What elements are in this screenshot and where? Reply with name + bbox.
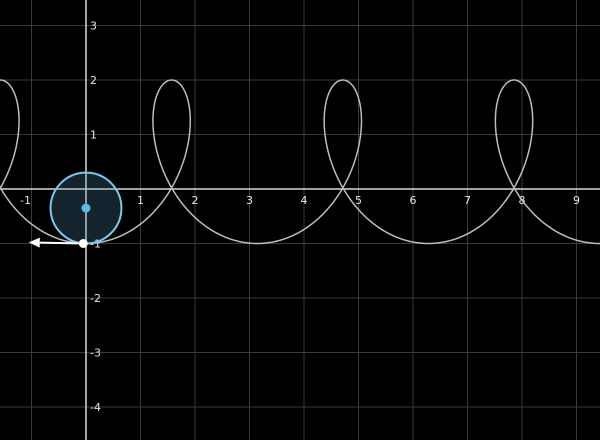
y-tick-label: -4 — [90, 401, 101, 414]
tracing-point[interactable] — [78, 239, 88, 248]
wheel-center-point[interactable] — [81, 203, 91, 213]
x-tick-label: -1 — [20, 194, 31, 207]
arrow-head-icon — [28, 237, 40, 248]
x-tick-label: 1 — [137, 194, 144, 207]
velocity-arrow — [39, 241, 84, 245]
y-tick-label: -3 — [90, 347, 101, 360]
y-tick-label: 1 — [90, 129, 97, 142]
trochoid-curve — [0, 79, 600, 245]
y-tick-label: -2 — [90, 292, 101, 305]
x-tick-label: 5 — [355, 194, 362, 207]
x-tick-label: 6 — [410, 194, 417, 207]
x-tick-label: 4 — [301, 194, 308, 207]
x-tick-label: 9 — [573, 194, 580, 207]
y-tick-label: 3 — [90, 20, 97, 33]
x-tick-label: 2 — [192, 194, 199, 207]
y-tick-label: 2 — [90, 74, 97, 87]
x-tick-label: 7 — [464, 194, 471, 207]
x-tick-label: 3 — [246, 194, 253, 207]
y-tick-label: -1 — [90, 238, 101, 251]
